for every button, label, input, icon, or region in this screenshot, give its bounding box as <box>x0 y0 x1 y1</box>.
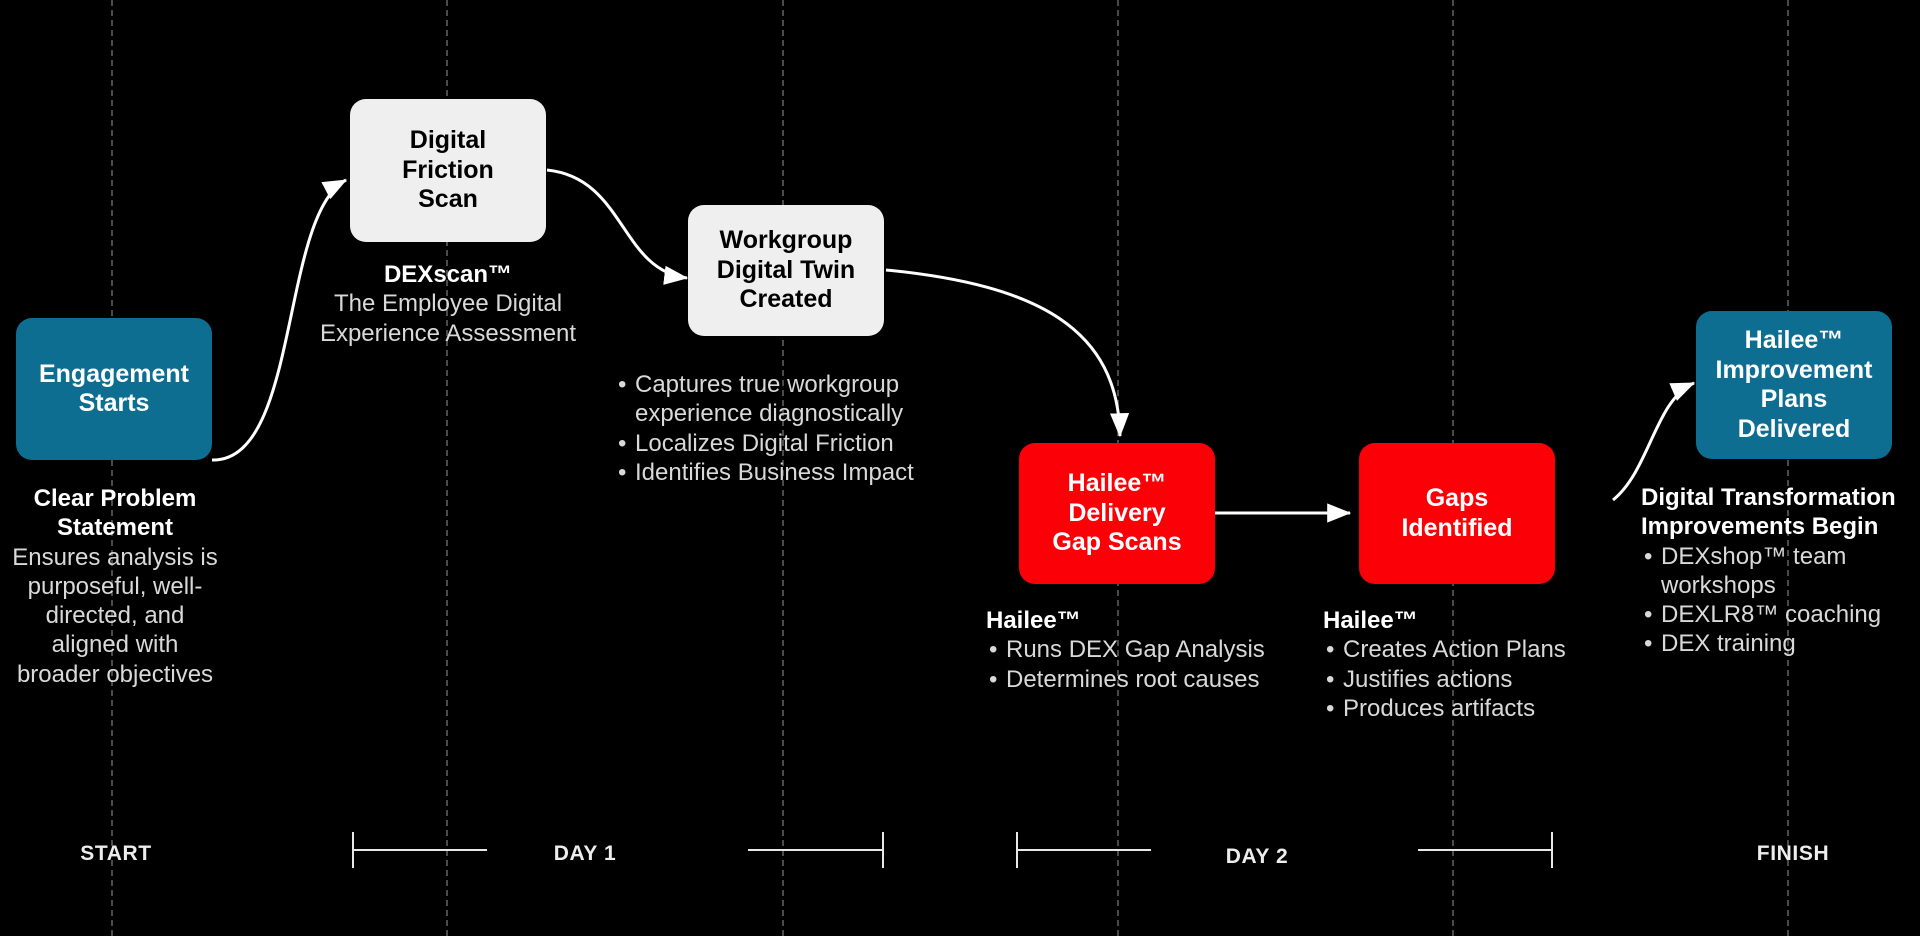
timeline-tick <box>882 832 884 868</box>
list-item: DEXshop™ team workshops <box>1641 542 1920 601</box>
caption-hailee-gap-scans: Hailee™ Runs DEX Gap Analysis Determines… <box>986 606 1276 694</box>
caption-title: Digital Transformation Improvements Begi… <box>1641 484 1896 541</box>
bullet-list: Creates Action Plans Justifies actions P… <box>1323 635 1613 723</box>
bullet-list: Runs DEX Gap Analysis Determines root ca… <box>986 635 1276 694</box>
node-hailee-improvement-plans-delivered[interactable]: Hailee™ Improvement Plans Delivered <box>1696 311 1892 459</box>
list-item: Identifies Business Impact <box>615 458 945 488</box>
node-gaps-identified[interactable]: Gaps Identified <box>1359 443 1555 584</box>
list-item: Localizes Digital Friction <box>615 429 945 459</box>
timeline-label-day1: DAY 1 <box>553 842 617 865</box>
timeline-bar <box>1016 849 1151 851</box>
list-item: Produces artifacts <box>1323 694 1613 724</box>
timeline-bar <box>748 849 883 851</box>
list-item: DEXLR8™ coaching <box>1641 600 1920 630</box>
list-item: Runs DEX Gap Analysis <box>986 635 1276 665</box>
caption-dexscan: DEXscan™ The Employee Digital Experience… <box>315 260 581 348</box>
caption-body: The Employee Digital Experience Assessme… <box>319 290 577 347</box>
timeline-tick <box>1551 832 1553 868</box>
caption-title: Clear Problem Statement <box>33 485 197 542</box>
caption-title: Hailee™ <box>986 607 1081 634</box>
timeline-label-finish: FINISH <box>1756 842 1830 865</box>
caption-hailee-gaps-identified: Hailee™ Creates Action Plans Justifies a… <box>1323 606 1613 723</box>
caption-body: Ensures analysis is purposeful, well-dir… <box>12 543 218 688</box>
bullet-list: Captures true workgroup experience diagn… <box>615 370 945 487</box>
timeline-label-start: START <box>80 842 152 865</box>
caption-title: Hailee™ <box>1323 607 1418 634</box>
list-item: Justifies actions <box>1323 665 1613 695</box>
node-hailee-delivery-gap-scans[interactable]: Hailee™ Delivery Gap Scans <box>1019 443 1215 584</box>
day-divider-6 <box>1787 0 1789 936</box>
node-engagement-starts[interactable]: Engagement Starts <box>16 318 212 460</box>
list-item: Captures true workgroup experience diagn… <box>615 370 945 429</box>
caption-title: DEXscan™ <box>383 261 513 288</box>
timeline-label-day2: DAY 2 <box>1225 845 1289 868</box>
day-divider-2 <box>446 0 448 936</box>
caption-engagement-starts: Clear Problem Statement Ensures analysis… <box>10 484 220 689</box>
caption-workgroup-digital-twin: Captures true workgroup experience diagn… <box>615 370 945 487</box>
list-item: Determines root causes <box>986 665 1276 695</box>
node-workgroup-digital-twin[interactable]: Workgroup Digital Twin Created <box>688 205 884 336</box>
node-digital-friction-scan[interactable]: Digital Friction Scan <box>350 99 546 242</box>
list-item: DEX training <box>1641 629 1920 659</box>
timeline-bar <box>1418 849 1553 851</box>
day-divider-1 <box>111 0 113 936</box>
timeline-bar <box>352 849 487 851</box>
list-item: Creates Action Plans <box>1323 635 1613 665</box>
bullet-list: DEXshop™ team workshops DEXLR8™ coaching… <box>1641 542 1920 659</box>
caption-digital-transformation: Digital Transformation Improvements Begi… <box>1641 483 1920 659</box>
